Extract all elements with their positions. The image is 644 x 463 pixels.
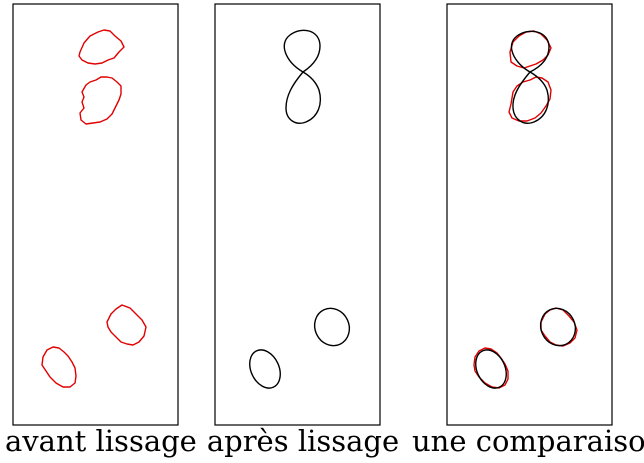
panel-after-smoothing	[214, 3, 381, 426]
smoothed-loop-lower-left	[249, 349, 281, 389]
caption-before-smoothing: avant lissage	[5, 424, 197, 458]
smoothed-figure-eight	[283, 29, 322, 124]
comparison-smoothed-figure-eight	[510, 30, 550, 124]
raw-curves	[41, 29, 147, 388]
comparison-smoothed-curves	[475, 30, 577, 389]
comparison-smoothed-loop-lower-left	[475, 349, 507, 389]
caption-comparison: une comparaison	[412, 424, 644, 458]
raw-blob-bottom	[41, 346, 77, 388]
panel-before-smoothing	[12, 3, 179, 426]
panel-frame	[446, 3, 613, 426]
panel-comparison	[446, 3, 613, 426]
smoothed-loop-lower-right	[313, 307, 351, 347]
panel-frame	[12, 3, 179, 426]
comparison-raw-curves	[473, 30, 578, 389]
raw-blob-top	[78, 29, 125, 65]
panel-frame	[214, 3, 381, 426]
raw-blob-second	[79, 76, 122, 125]
caption-after-smoothing: après lissage	[206, 424, 400, 458]
comparison-smoothed-loop-lower-right	[539, 307, 577, 347]
comparison-raw-upper	[509, 30, 552, 69]
raw-blob-third	[106, 304, 147, 346]
comparison-raw-middle	[508, 76, 552, 122]
smoothed-curves	[249, 29, 351, 389]
